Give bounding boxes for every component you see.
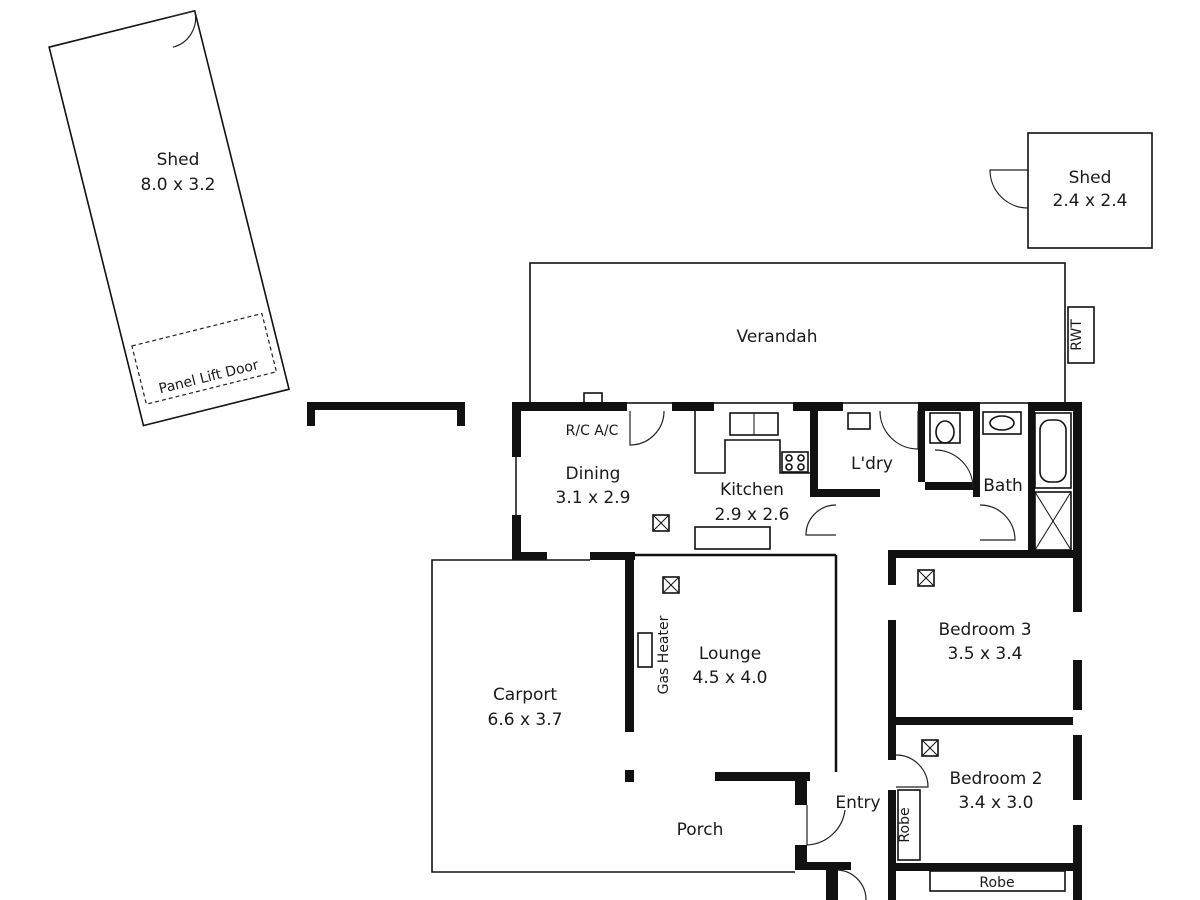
dining: R/C A/C Dining 3.1 x 2.9 (556, 392, 670, 532)
lounge: Gas Heater Lounge 4.5 x 4.0 (637, 576, 768, 694)
wc-door (934, 449, 974, 489)
lounge-label: Lounge (699, 644, 761, 664)
bedroom2-door (895, 754, 929, 788)
kitchen: Kitchen 2.9 x 2.6 (694, 411, 837, 536)
rc-ac-unit (583, 392, 603, 404)
carport: Carport 6.6 x 3.7 (431, 559, 795, 873)
bedroom2-dims: 3.4 x 3.0 (959, 793, 1034, 813)
bath: Bath (979, 411, 1072, 551)
shed-small-door (989, 169, 1029, 209)
bath-door (979, 504, 1016, 541)
robe-horizontal: Robe (929, 870, 1066, 892)
rwt-tank (1067, 306, 1095, 364)
shed-small-outline (1027, 132, 1153, 249)
shed-small: Shed 2.4 x 2.4 (989, 132, 1153, 249)
lower-door (837, 869, 867, 900)
laundry: L'dry (847, 410, 974, 489)
laundry-door (879, 410, 919, 450)
dining-light-icon (652, 514, 670, 532)
shed-small-label: Shed (1069, 168, 1112, 188)
dining-dims: 3.1 x 2.9 (556, 488, 631, 508)
entry: Entry (806, 793, 881, 900)
dining-door (629, 410, 665, 446)
lounge-dims: 4.5 x 4.0 (693, 668, 768, 688)
rc-ac-label: R/C A/C (566, 423, 619, 439)
robe-vertical-outline (897, 789, 921, 861)
bedroom2-label: Bedroom 2 (949, 769, 1042, 789)
verandah-label: Verandah (737, 327, 818, 347)
bedroom3-label: Bedroom 3 (938, 620, 1031, 640)
bedroom-2: Bedroom 2 3.4 x 3.0 Robe (895, 739, 1043, 861)
cooktop-icon (781, 451, 809, 473)
bedroom2-light-icon (921, 739, 939, 757)
robe-horizontal-outline (929, 870, 1066, 892)
lounge-light-icon (662, 576, 680, 594)
shed-large-outline (48, 9, 290, 427)
shed-large-label: Shed (157, 150, 200, 170)
toilet-icon (935, 420, 955, 444)
robe-horizontal-label: Robe (979, 875, 1014, 891)
bedroom3-dims: 3.5 x 3.4 (948, 644, 1023, 664)
shed-small-dims: 2.4 x 2.4 (1053, 191, 1128, 211)
bedroom3-light-icon (917, 569, 935, 587)
verandah: Verandah RWT (529, 262, 1095, 404)
rwt-label: RWT (1069, 319, 1085, 351)
porch-label: Porch (677, 820, 724, 840)
entry-label: Entry (835, 793, 880, 813)
laundry-tub-icon (847, 412, 871, 430)
kitchen-label: Kitchen (720, 480, 784, 500)
dining-label: Dining (566, 464, 621, 484)
panel-lift-door-outline (131, 312, 278, 405)
laundry-label: L'dry (851, 454, 893, 474)
shed-large-dims: 8.0 x 3.2 (141, 175, 216, 195)
house-walls (512, 402, 1082, 900)
shed-large: Panel Lift Door (48, 9, 290, 427)
shower-icon (1034, 491, 1072, 551)
entry-door (806, 805, 846, 846)
carport-label: Carport (493, 685, 557, 705)
kitchen-dims: 2.9 x 2.6 (715, 505, 790, 525)
carport-dims: 6.6 x 3.7 (488, 710, 563, 730)
shed-large-door (165, 10, 197, 48)
gas-heater-label: Gas Heater (656, 615, 672, 694)
bedroom-3: Bedroom 3 3.5 x 3.4 (917, 569, 1032, 664)
garden-wall (307, 402, 465, 426)
kitchen-bench (694, 411, 810, 474)
gas-heater-icon (637, 632, 653, 668)
toilet-cistern-icon (929, 412, 961, 444)
panel-lift-door-label: Panel Lift Door (157, 357, 260, 397)
bath-label: Bath (983, 476, 1023, 496)
carport-outline (431, 559, 795, 873)
bathtub-icon (1034, 412, 1072, 489)
kitchen-door (805, 504, 837, 536)
vanity-icon (982, 411, 1022, 435)
robe-vertical-label: Robe (897, 807, 913, 842)
